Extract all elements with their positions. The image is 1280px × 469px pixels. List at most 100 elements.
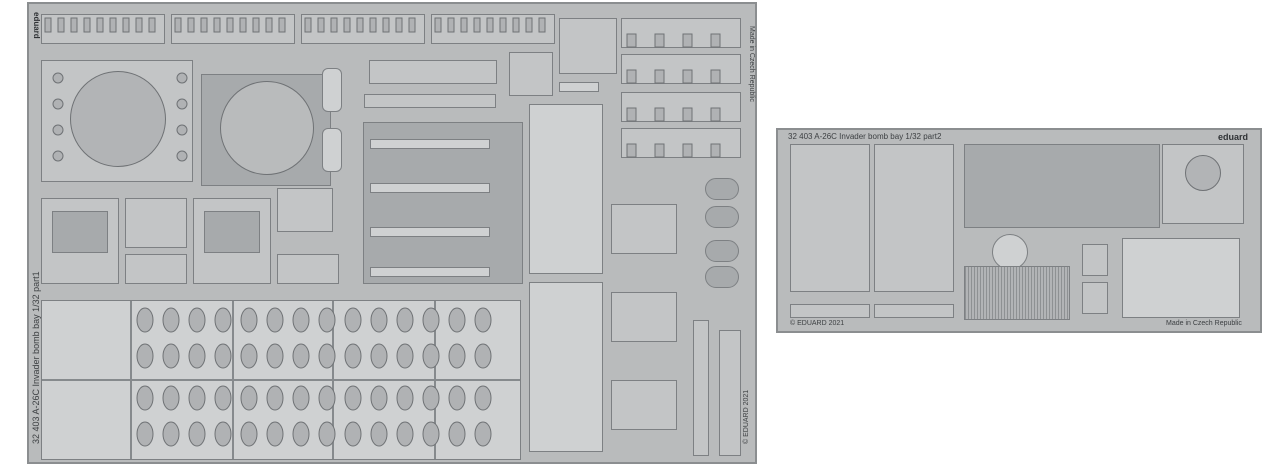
lightening-hole bbox=[422, 307, 440, 333]
hinged-plate bbox=[621, 54, 741, 84]
lightening-hole bbox=[266, 307, 284, 333]
strip-tooth bbox=[317, 17, 325, 33]
bay-rail-group bbox=[363, 122, 523, 284]
lightening-hole bbox=[188, 307, 206, 333]
plate-slot bbox=[682, 143, 693, 158]
oval-part bbox=[705, 266, 739, 288]
rail bbox=[370, 267, 490, 277]
panel-divider bbox=[130, 301, 132, 459]
strip-tooth bbox=[213, 17, 221, 33]
strip-tooth bbox=[122, 17, 130, 33]
strip-tooth bbox=[226, 17, 234, 33]
lightening-hole bbox=[292, 385, 310, 411]
small-grid bbox=[1082, 282, 1108, 314]
small-frame bbox=[322, 68, 342, 112]
strip-tooth bbox=[96, 17, 104, 33]
rivet-hole bbox=[176, 150, 188, 162]
strip-tooth bbox=[460, 17, 468, 33]
small-grid bbox=[1082, 244, 1108, 276]
large-hole bbox=[70, 71, 166, 167]
instrument-panel bbox=[193, 198, 271, 284]
strip-tooth bbox=[200, 17, 208, 33]
rivet-hole bbox=[52, 72, 64, 84]
lightening-hole bbox=[136, 343, 154, 369]
lightening-hole bbox=[396, 421, 414, 447]
box-assembly bbox=[611, 204, 677, 254]
lightening-hole bbox=[136, 421, 154, 447]
lightening-hole bbox=[266, 343, 284, 369]
lightening-hole bbox=[240, 343, 258, 369]
large-hole bbox=[220, 81, 314, 175]
oval-part bbox=[705, 178, 739, 200]
rivet-hole bbox=[176, 98, 188, 110]
strip-tooth bbox=[252, 17, 260, 33]
lightening-hole bbox=[422, 421, 440, 447]
strip-tooth bbox=[187, 17, 195, 33]
plate-slot bbox=[626, 33, 637, 48]
photo-etch-fret-part2: 32 403 A-26C Invader bomb bay 1/32 part2… bbox=[776, 128, 1262, 333]
lightening-hole bbox=[162, 421, 180, 447]
strip-tooth bbox=[356, 17, 364, 33]
long-strip bbox=[719, 330, 741, 456]
copyright-label: © EDUARD 2021 bbox=[790, 320, 845, 327]
lightening-hole bbox=[396, 307, 414, 333]
strip-tooth bbox=[408, 17, 416, 33]
lightening-hole bbox=[240, 421, 258, 447]
lightening-hole bbox=[318, 421, 336, 447]
lightening-hole bbox=[266, 421, 284, 447]
lightening-hole bbox=[292, 343, 310, 369]
thin-bars bbox=[559, 18, 617, 74]
large-hole bbox=[1185, 155, 1221, 191]
strip-tooth bbox=[525, 17, 533, 33]
long-bar bbox=[790, 304, 870, 318]
bracket-strip bbox=[369, 60, 497, 84]
lightening-hole bbox=[474, 385, 492, 411]
lightening-hole bbox=[344, 307, 362, 333]
lightening-hole bbox=[422, 385, 440, 411]
lightening-hole bbox=[318, 307, 336, 333]
fret-title: 32 403 A-26C Invader bomb bay 1/32 part2 bbox=[788, 132, 942, 141]
door-panel bbox=[1122, 238, 1240, 318]
lightening-hole bbox=[370, 421, 388, 447]
strip-tooth bbox=[343, 17, 351, 33]
lightening-hole bbox=[240, 307, 258, 333]
lightening-hole bbox=[292, 307, 310, 333]
lightening-hole bbox=[136, 307, 154, 333]
plate-slot bbox=[654, 33, 665, 48]
ribbed-grille bbox=[964, 266, 1070, 320]
tall-panel bbox=[529, 282, 603, 452]
oval-part bbox=[705, 206, 739, 228]
lightening-hole bbox=[474, 307, 492, 333]
lightening-hole bbox=[370, 385, 388, 411]
rail-ladder bbox=[790, 144, 870, 292]
round-cover bbox=[1162, 144, 1244, 224]
lightening-hole bbox=[370, 307, 388, 333]
lightening-hole bbox=[422, 343, 440, 369]
lightening-hole bbox=[448, 343, 466, 369]
lightening-hole bbox=[136, 385, 154, 411]
plate-slot bbox=[626, 107, 637, 122]
hinged-plate bbox=[621, 18, 741, 48]
plate-slot bbox=[654, 107, 665, 122]
small-box-group bbox=[277, 188, 333, 232]
strip-tooth bbox=[499, 17, 507, 33]
rivet-hole bbox=[176, 72, 188, 84]
bracket-strip bbox=[364, 94, 496, 108]
round-hatch-plate bbox=[41, 60, 193, 182]
plate-slot bbox=[710, 33, 721, 48]
rail bbox=[370, 139, 490, 149]
hinged-plate bbox=[621, 92, 741, 122]
made-in-label: Made in Czech Republic bbox=[1166, 320, 1242, 327]
rivet-hole bbox=[176, 124, 188, 136]
strip-tooth bbox=[44, 17, 52, 33]
rail bbox=[370, 183, 490, 193]
instrument-panel bbox=[41, 198, 119, 284]
lightening-hole bbox=[474, 343, 492, 369]
strip-tooth bbox=[447, 17, 455, 33]
strip-tooth bbox=[70, 17, 78, 33]
small-bar bbox=[559, 82, 599, 92]
lightening-hole bbox=[162, 343, 180, 369]
strip-tooth bbox=[512, 17, 520, 33]
plate-slot bbox=[710, 69, 721, 84]
